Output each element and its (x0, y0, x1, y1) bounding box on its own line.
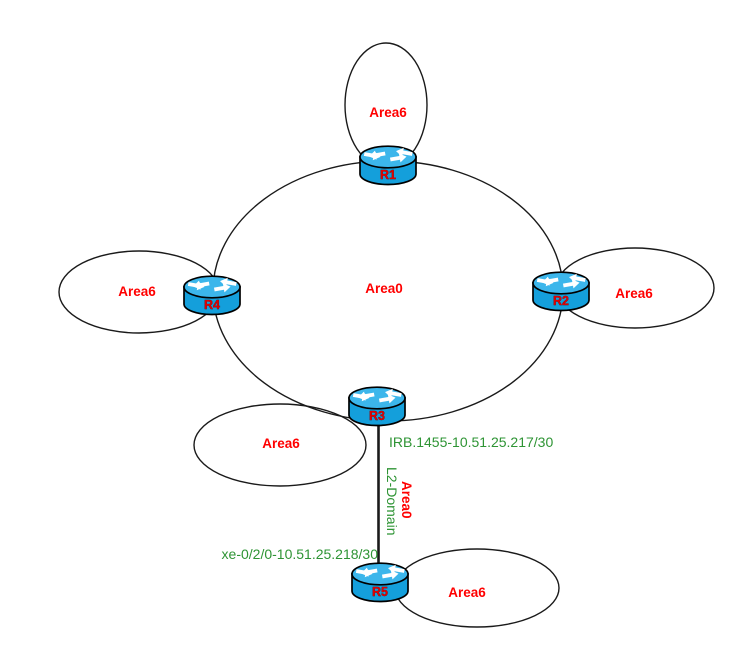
router-r4-label: R4 (204, 298, 220, 312)
area0-vertical-label: Area0 (399, 481, 414, 519)
router-r3-label: R3 (369, 409, 385, 423)
router-r1-label: R1 (380, 168, 396, 182)
xe-interface-label: xe-0/2/0-10.51.25.218/30 (222, 546, 379, 562)
area6-left-label: Area6 (118, 284, 156, 299)
router-r2-label: R2 (553, 294, 569, 308)
irb-interface-label: IRB.1455-10.51.25.217/30 (389, 434, 553, 450)
area6-lower-left-ellipse (193, 403, 367, 487)
router-r3: R3 (348, 386, 406, 427)
router-r2: R2 (532, 271, 590, 312)
area6-right-label: Area6 (615, 286, 653, 301)
area6-lower-left-label: Area6 (262, 436, 300, 451)
area6-bottom-right-label: Area6 (448, 585, 486, 600)
area0-center-label: Area0 (365, 281, 403, 296)
area6-top-label: Area6 (369, 105, 407, 120)
router-r5: R5 (351, 562, 409, 603)
l2-domain-label: L2-Domain (384, 467, 400, 535)
router-r4: R4 (183, 275, 241, 316)
router-r5-label: R5 (372, 585, 388, 599)
router-r1: R1 (359, 145, 417, 186)
